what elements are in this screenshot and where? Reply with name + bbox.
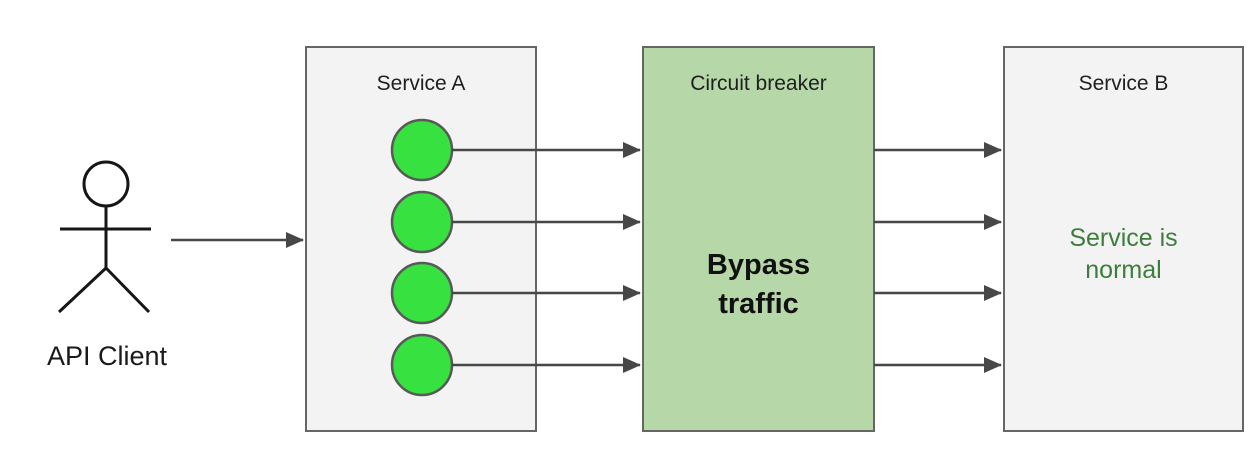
service-b-title: Service B (1078, 72, 1169, 95)
service-b-box: Service B Service is normal (1003, 46, 1244, 432)
api-client-stick-figure-icon (57, 160, 151, 314)
api-client-label: API Client (46, 341, 168, 371)
service-a-title: Service A (376, 72, 466, 95)
bypass-traffic-line2: traffic (718, 288, 799, 321)
circuit-breaker-box: Circuit breaker Bypass traffic (642, 46, 875, 432)
circuit-breaker-title: Circuit breaker (690, 72, 827, 95)
service-status-line2: normal (1085, 256, 1162, 284)
bypass-traffic-label: Bypass traffic (644, 246, 873, 324)
traffic-arrows-to-service-b (874, 142, 1002, 373)
service-a-box: Service A (305, 46, 537, 432)
service-status-line1: Service is (1069, 224, 1178, 252)
bypass-traffic-line1: Bypass (706, 249, 811, 281)
service-status-label: Service is normal (1005, 222, 1242, 286)
